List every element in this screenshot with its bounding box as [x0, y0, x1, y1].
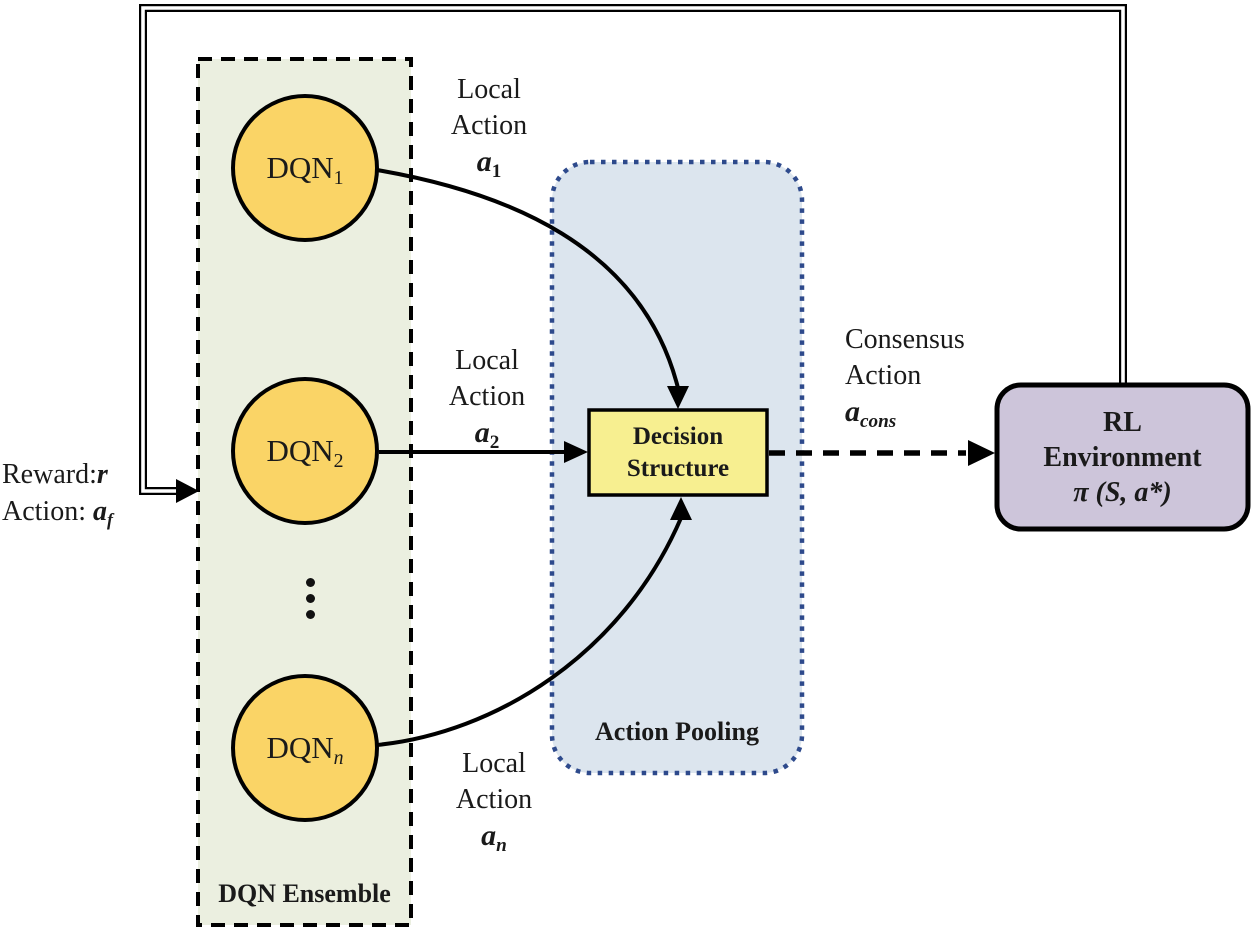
- consensus-action-symbol: acons: [845, 395, 897, 432]
- local-action-2-symbol: a2: [474, 416, 500, 453]
- dqnn-base: DQN: [266, 730, 334, 765]
- dqn1-label: DQN1: [235, 149, 375, 197]
- rl-environment-label: RL Environment π (S, a*): [997, 385, 1248, 529]
- rl-environment-line2: Environment: [1043, 441, 1202, 473]
- local-action-n-label: Local Action an: [429, 746, 559, 864]
- consensus-action-line1: Consensus: [845, 324, 965, 355]
- dqn1-base: DQN: [266, 150, 334, 185]
- local-action-1-line2: Action: [450, 110, 528, 141]
- local-action-2-line2: Action: [448, 381, 526, 412]
- feedback-action-symbol: a: [93, 496, 107, 527]
- local-action-1-label: Local Action a1: [424, 72, 554, 190]
- dqn2-circle: [231, 377, 379, 525]
- dqn2-label: DQN2: [235, 432, 375, 480]
- a2-arrowhead: [564, 441, 588, 463]
- dqn1-subscript: 1: [333, 166, 344, 189]
- a1-arrowhead: [667, 386, 689, 409]
- decision-structure-line2: Structure: [626, 454, 730, 482]
- dqnn-label: DQNn: [235, 729, 375, 777]
- local-action-n-line2: Action: [455, 784, 533, 815]
- local-action-2-line1: Local: [455, 345, 519, 376]
- ellipsis-dot: [306, 578, 315, 587]
- an-arrow-curve: [376, 517, 683, 747]
- rl-environment-line3: π (S, a*): [1073, 476, 1172, 508]
- decision-structure-line1: Decision: [632, 422, 724, 450]
- rl-environment-line1: RL: [1103, 406, 1142, 438]
- consensus-action-label: Consensus Action acons: [845, 322, 965, 440]
- reward-symbol: r: [96, 459, 108, 490]
- local-action-2-label: Local Action a2: [422, 343, 552, 461]
- dqn-ensemble-label: DQN Ensemble: [218, 879, 391, 908]
- ellipsis-dot: [306, 594, 315, 603]
- feedback-action-prefix: Action:: [2, 496, 93, 527]
- consensus-arrowhead: [968, 440, 995, 466]
- local-action-1-symbol: a1: [476, 145, 502, 182]
- feedback-action-subscript: f: [107, 509, 113, 530]
- an-arrowhead: [670, 497, 692, 520]
- dqn1-circle: [231, 94, 379, 242]
- ellipsis-dot: [306, 610, 315, 619]
- rl-environment-box: [994, 382, 1251, 532]
- decision-structure-label: Decision Structure: [589, 410, 767, 495]
- feedback-loop-inner-line: [141, 6, 1125, 493]
- reward-line: Reward:r: [2, 456, 113, 493]
- dqnn-circle: [231, 674, 379, 822]
- dqnn-subscript: n: [333, 746, 344, 769]
- vertical-ellipsis-icon: [306, 578, 315, 619]
- a1-arrow-curve: [376, 168, 680, 389]
- dqn2-subscript: 2: [333, 449, 344, 472]
- local-action-n-line1: Local: [462, 748, 526, 779]
- feedback-arrowhead: [176, 479, 199, 503]
- dqn2-base: DQN: [266, 433, 334, 468]
- consensus-action-line2: Action: [845, 360, 922, 391]
- decision-structure-box: [587, 408, 769, 497]
- local-action-n-symbol: an: [481, 819, 507, 856]
- reward-prefix: Reward:: [2, 459, 97, 490]
- local-action-1-line1: Local: [457, 74, 521, 105]
- feedback-action-line: Action: af: [2, 493, 113, 538]
- reward-action-label: Reward:r Action: af: [2, 456, 113, 538]
- action-pooling-label: Action Pooling: [595, 717, 759, 746]
